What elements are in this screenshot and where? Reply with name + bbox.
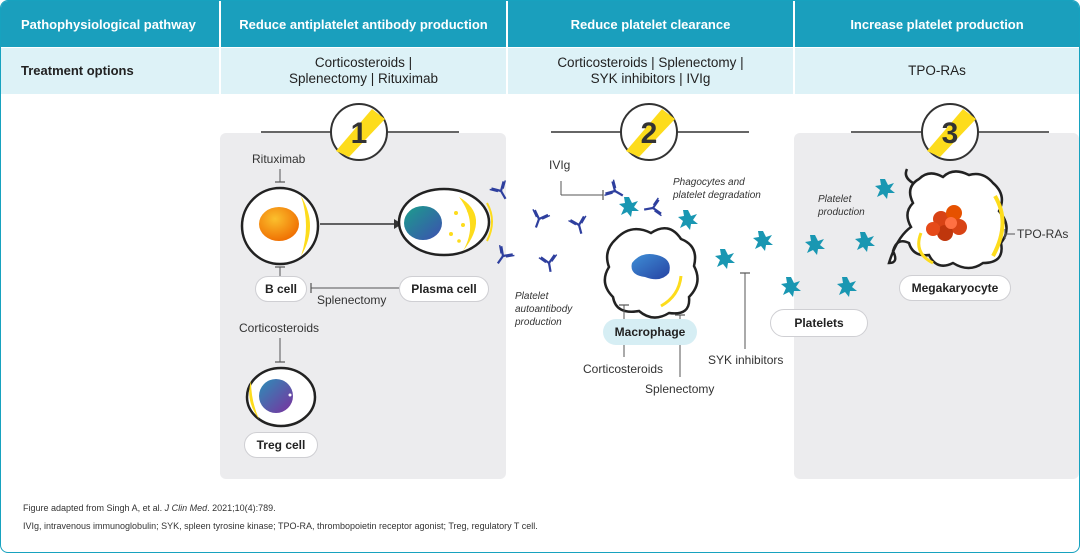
corticosteroids-label-2: Corticosteroids — [583, 362, 664, 376]
pathway-header-label: Pathophysiological pathway — [1, 1, 239, 47]
autoantibody-line-2: autoantibody — [515, 304, 573, 315]
plasma-cell-illustration — [397, 187, 493, 257]
treatment-corticosteroids-2: Corticosteroids — [557, 55, 648, 70]
source-suffix: . 2021;10(4):789. — [207, 503, 276, 513]
autoantibody-line-3: production — [515, 317, 562, 328]
step-badge-1: 1 — [261, 103, 459, 161]
step-number-3: 3 — [942, 117, 959, 150]
platelets-label: Platelets — [770, 309, 868, 337]
header-col2-text: Reduce platelet clearance — [570, 16, 731, 32]
b-cell-illustration — [240, 186, 320, 266]
treg-cell-illustration — [245, 366, 317, 428]
corticosteroids-label-1: Corticosteroids — [239, 321, 320, 335]
megakaryocyte-label: Megakaryocyte — [899, 275, 1011, 301]
splenectomy-label-2: Splenectomy — [645, 382, 715, 396]
treatment-corticosteroids: Corticosteroids — [314, 55, 405, 70]
rituximab-label: Rituximab — [252, 152, 306, 166]
treatment-splenectomy: Splenectomy — [288, 71, 367, 86]
treatment-options-text: Treatment options — [21, 63, 134, 78]
step-badge-3: 3 — [851, 103, 1049, 161]
treatment-rituximab: Rituximab — [378, 71, 439, 86]
treatment-col1: Corticosteroids | Splenectomy | Rituxima… — [221, 48, 506, 94]
step-badge-2: 2 — [551, 103, 749, 161]
step-number-1: 1 — [351, 117, 368, 150]
column-divider — [506, 1, 508, 94]
treatment-options-label: Treatment options — [1, 48, 219, 94]
platelet-production-label: Platelet production — [818, 193, 865, 219]
header-col3: Increase platelet production — [795, 1, 1079, 47]
treg-cell-label: Treg cell — [244, 432, 318, 458]
treatment-splenectomy-2: Splenectomy — [658, 55, 737, 70]
header-col1-text: Reduce antiplatelet antibody production — [239, 16, 488, 32]
splenectomy-label-1: Splenectomy — [317, 293, 387, 307]
header-col1: Reduce antiplatelet antibody production — [221, 1, 506, 47]
phagocytes-line-1: Phagocytes and — [673, 177, 745, 188]
treatment-col3: TPO-RAs — [795, 48, 1079, 94]
megakaryocyte-illustration — [887, 168, 1008, 270]
ivig-label: IVIg — [549, 158, 571, 172]
treatment-tpo-ras: TPO-RAs — [908, 63, 966, 78]
treatment-ivig: IVIg — [686, 71, 711, 86]
macrophage-illustration — [603, 226, 699, 319]
phagocytes-label: Phagocytes and platelet degradation — [673, 176, 761, 202]
header-col3-text: Increase platelet production — [850, 16, 1024, 32]
source-prefix: Figure adapted from Singh A, et al. — [23, 503, 165, 513]
macrophage-label: Macrophage — [603, 319, 697, 345]
phagocytes-line-2: platelet degradation — [673, 190, 761, 201]
plasma-cell-label: Plasma cell — [399, 276, 489, 302]
figure-source-note: Figure adapted from Singh A, et al. J Cl… — [23, 503, 276, 513]
column-divider — [793, 1, 795, 94]
treatment-syk-inhibitors: SYK inhibitors — [590, 71, 676, 86]
header-col2: Reduce platelet clearance — [508, 1, 793, 47]
tpo-ras-label: TPO-RAs — [1017, 227, 1069, 241]
platelet-icon — [678, 210, 698, 230]
treatment-col2: Corticosteroids | Splenectomy | SYK inhi… — [508, 48, 793, 94]
column-divider — [219, 1, 221, 94]
syk-inhibitors-label: SYK inhibitors — [708, 353, 784, 367]
step-number-2: 2 — [641, 117, 658, 150]
b-cell-label: B cell — [255, 276, 307, 302]
autoantibody-line-1: Platelet — [515, 291, 549, 302]
platelet-production-line-1: Platelet — [818, 194, 852, 205]
abbreviations-note: IVIg, intravenous immunoglobulin; SYK, s… — [23, 521, 538, 531]
pathway-header-text: Pathophysiological pathway — [21, 16, 196, 32]
platelet-production-line-2: production — [818, 207, 865, 218]
platelet-icon — [619, 197, 639, 217]
autoantibody-label: Platelet autoantibody production — [515, 290, 572, 329]
source-journal: J Clin Med — [164, 503, 208, 513]
